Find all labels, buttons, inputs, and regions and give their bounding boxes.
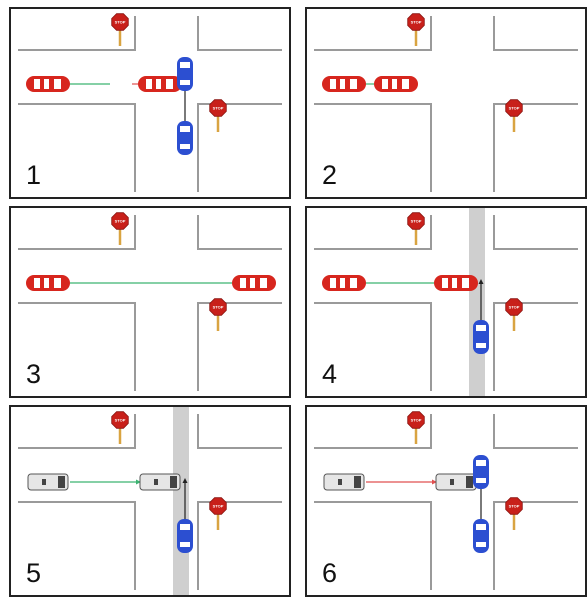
panel-number: 3 [26,359,41,389]
car-windshield [180,524,190,530]
red-car-icon [434,275,478,291]
panel-number: 5 [26,558,41,588]
car-rear-window [180,542,190,547]
red-car-icon [138,76,182,92]
blue-car-icon [177,121,193,155]
car-windshield [476,325,486,331]
car-side-window [340,79,345,89]
car-windshield [180,126,190,132]
red-car-icon [26,275,70,291]
stop-sign-label: STOP [411,20,422,25]
car-windshield [462,278,469,288]
panel-number: 6 [322,558,337,588]
stop-sign-label: STOP [115,418,126,423]
van-window [338,479,342,485]
car-windshield [260,278,267,288]
car-rear-window [34,278,40,288]
shaded-lane [469,208,485,396]
white-van-icon [436,474,476,490]
panel-4: STOP STOP 4 [306,207,586,397]
panel-number: 1 [26,160,41,190]
car-rear-window [34,79,40,89]
car-side-window [44,79,49,89]
car-rear-window [146,79,152,89]
white-van-icon [140,474,180,490]
car-side-window [250,278,255,288]
car-side-window [452,278,457,288]
car-rear-window [240,278,246,288]
blue-car-icon [177,519,193,553]
car-rear-window [476,478,486,483]
red-car-icon [322,76,366,92]
car-rear-window [330,278,336,288]
shaded-lane [173,407,189,595]
car-side-window [156,79,161,89]
car-rear-window [476,343,486,348]
van-window [450,479,454,485]
stop-sign-label: STOP [115,20,126,25]
car-side-window [340,278,345,288]
car-rear-window [330,79,336,89]
car-windshield [350,79,357,89]
red-car-icon [322,275,366,291]
blue-car-icon [473,320,489,354]
car-windshield [54,278,61,288]
car-windshield [350,278,357,288]
stop-sign-label: STOP [411,418,422,423]
blue-car-icon [177,57,193,91]
car-windshield [180,62,190,68]
van-window [42,479,46,485]
car-side-window [44,278,49,288]
van-windshield [354,476,361,488]
stop-sign-label: STOP [411,219,422,224]
car-windshield [402,79,409,89]
red-car-icon [26,76,70,92]
blue-car-icon [473,455,489,489]
stop-sign-label: STOP [509,305,520,310]
red-car-icon [374,76,418,92]
van-windshield [170,476,177,488]
car-side-window [392,79,397,89]
white-van-icon [324,474,364,490]
panel-5: STOP STOP 5 [10,406,290,596]
panel-2: STOP STOP 2 [306,8,586,198]
car-rear-window [382,79,388,89]
car-rear-window [442,278,448,288]
stop-sign-label: STOP [509,106,520,111]
van-windshield [58,476,65,488]
panel-6: STOP STOP 6 [306,406,586,596]
car-windshield [166,79,173,89]
car-rear-window [180,80,190,85]
stop-sign-label: STOP [115,219,126,224]
panel-number: 2 [322,160,337,190]
stop-sign-label: STOP [213,504,224,509]
stop-sign-label: STOP [213,305,224,310]
van-window [154,479,158,485]
car-rear-window [180,144,190,149]
white-van-icon [28,474,68,490]
stop-sign-label: STOP [509,504,520,509]
blue-car-icon [473,519,489,553]
van-windshield [466,476,473,488]
car-windshield [476,460,486,466]
car-windshield [476,524,486,530]
panel-3: STOP STOP 3 [10,207,290,397]
car-windshield [54,79,61,89]
panel-number: 4 [322,359,337,389]
red-car-icon [232,275,276,291]
stop-sign-label: STOP [213,106,224,111]
car-rear-window [476,542,486,547]
panel-1: STOP STOP 1 [10,8,290,198]
